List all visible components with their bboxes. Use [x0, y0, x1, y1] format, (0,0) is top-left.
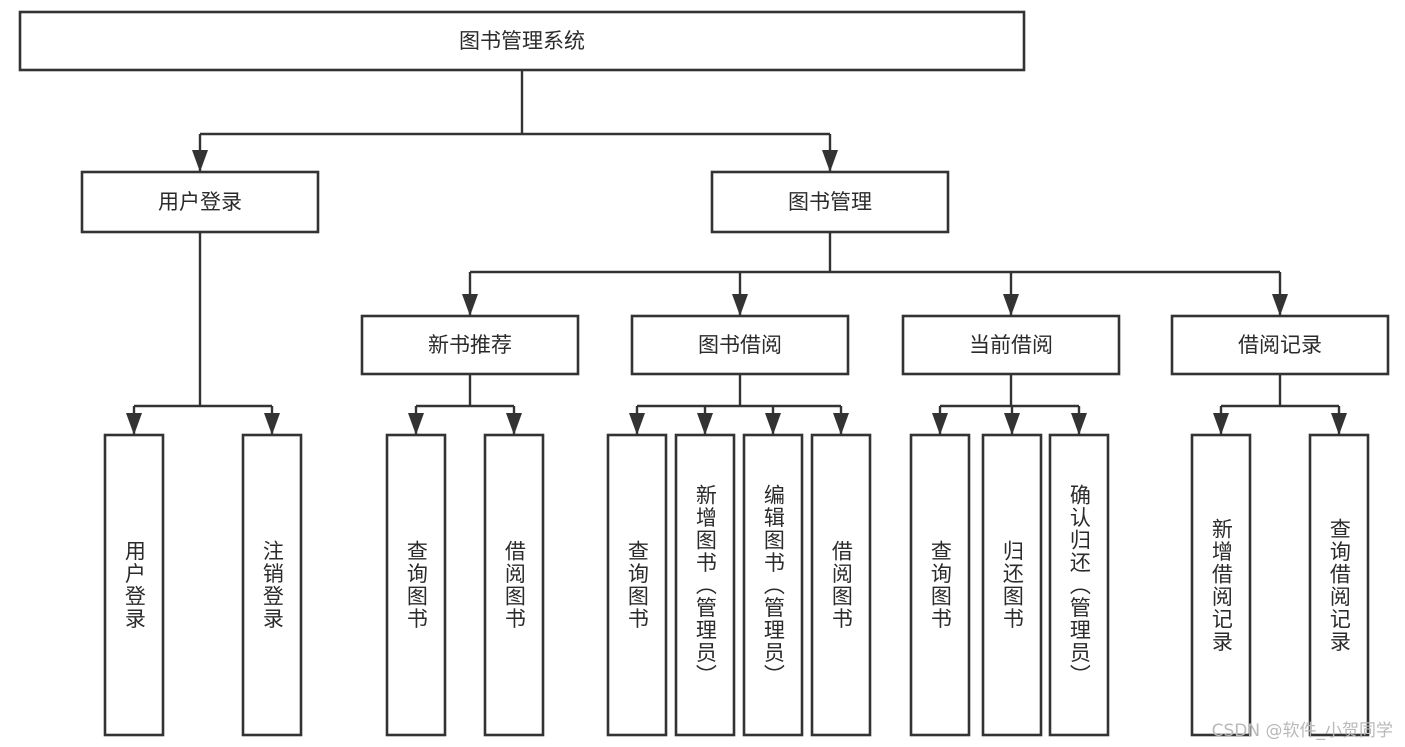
watermark-text: CSDN @软件_小贺同学	[1211, 721, 1393, 741]
node-label-current-borrow: 当前借阅	[969, 333, 1053, 357]
box-layer	[18, 10, 1390, 737]
arrow-head-icon	[462, 294, 478, 316]
node-label-new-book-recommend: 新书推荐	[428, 333, 512, 357]
node-label-borrow-record: 借阅记录	[1238, 333, 1322, 357]
connector-layer	[126, 70, 1347, 435]
node-box-user-login-leaf[interactable]	[103, 433, 165, 737]
node-box-bb-query-book[interactable]	[606, 433, 668, 737]
node-box-bb-borrow-book[interactable]	[810, 433, 872, 737]
arrow-head-icon	[126, 413, 142, 435]
arrow-head-icon	[1272, 294, 1288, 316]
arrow-head-icon	[1004, 413, 1020, 435]
node-box-br-query-record[interactable]	[1308, 433, 1370, 737]
arrow-head-icon	[932, 413, 948, 435]
node-box-bb-add-book[interactable]	[674, 433, 736, 737]
node-box-nbr-query-book[interactable]	[385, 433, 447, 737]
arrow-head-icon	[732, 294, 748, 316]
node-box-user-login[interactable]	[80, 170, 320, 234]
node-box-cb-query-book[interactable]	[909, 433, 971, 737]
node-box-root[interactable]	[18, 10, 1026, 72]
arrow-head-icon	[629, 413, 645, 435]
arrow-head-icon	[192, 150, 208, 172]
node-box-cb-confirm-return[interactable]	[1048, 433, 1110, 737]
node-box-cb-return-book[interactable]	[981, 433, 1043, 737]
arrow-head-icon	[506, 413, 522, 435]
arrow-head-icon	[1003, 294, 1019, 316]
node-box-bb-edit-book[interactable]	[742, 433, 804, 737]
arrow-head-icon	[408, 413, 424, 435]
arrow-head-icon	[1071, 413, 1087, 435]
node-box-new-book-recommend[interactable]	[360, 314, 580, 376]
node-label-root: 图书管理系统	[459, 29, 585, 53]
node-box-book-borrow[interactable]	[630, 314, 850, 376]
arrow-head-icon	[1331, 413, 1347, 435]
node-box-current-borrow[interactable]	[901, 314, 1121, 376]
node-label-user-login: 用户登录	[158, 190, 242, 214]
node-label-book-management: 图书管理	[788, 190, 872, 214]
node-label-book-borrow: 图书借阅	[698, 333, 782, 357]
arrow-head-icon	[697, 413, 713, 435]
arrow-head-icon	[1213, 413, 1229, 435]
node-box-br-add-record[interactable]	[1190, 433, 1252, 737]
node-box-book-management[interactable]	[710, 170, 950, 234]
node-box-user-logout-leaf[interactable]	[241, 433, 303, 737]
arrow-head-icon	[833, 413, 849, 435]
node-box-borrow-record[interactable]	[1170, 314, 1390, 376]
arrow-head-icon	[264, 413, 280, 435]
arrow-head-icon	[822, 150, 838, 172]
arrow-head-icon	[765, 413, 781, 435]
node-box-nbr-borrow-book[interactable]	[483, 433, 545, 737]
